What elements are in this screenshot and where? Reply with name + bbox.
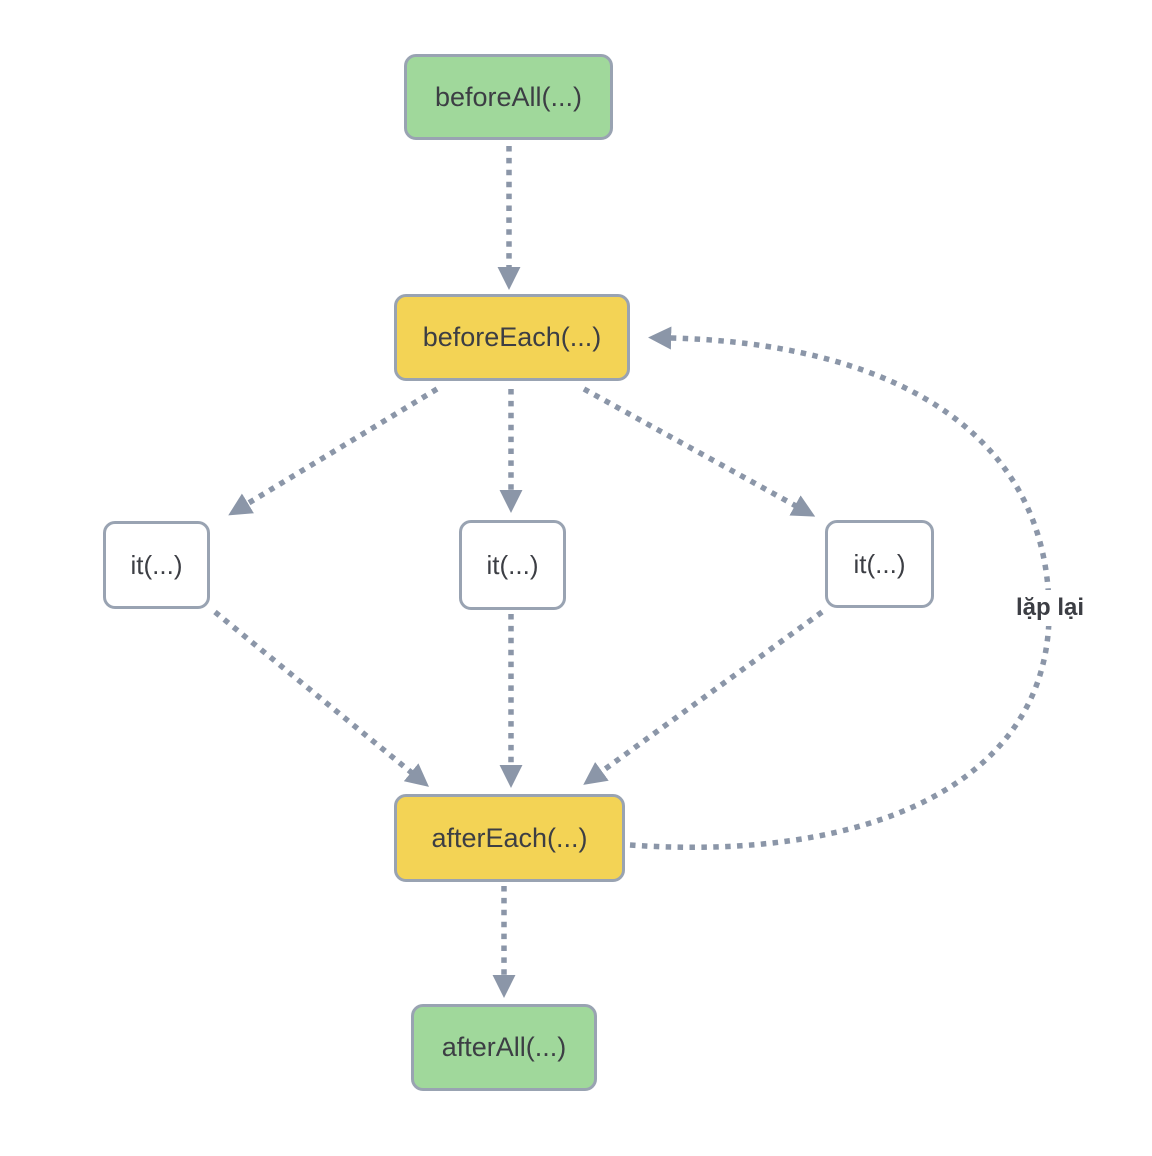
node-beforeall-label: beforeAll(...) [434, 81, 583, 112]
node-it-3-label: it(...) [853, 548, 906, 579]
node-afterall-label: afterAll(...) [441, 1032, 567, 1062]
node-afterall: afterAll(...) [411, 1004, 597, 1091]
node-it-1-label: it(...) [130, 549, 183, 580]
loop-edge-label: lặp lại [1009, 590, 1091, 626]
edge-beforeeach-it3 [582, 386, 816, 517]
node-it-2-label: it(...) [486, 549, 539, 580]
node-it-3: it(...) [825, 520, 934, 608]
node-it-2: it(...) [459, 520, 566, 610]
node-beforeall: beforeAll(...) [404, 54, 613, 140]
node-aftereach: afterEach(...) [394, 794, 625, 882]
node-beforeeach-label: beforeEach(...) [422, 322, 602, 352]
edge-it1-aftereach [213, 609, 429, 787]
edge-beforeeach-it1 [228, 386, 439, 516]
node-aftereach-label: afterEach(...) [431, 822, 588, 853]
node-it-1: it(...) [103, 521, 210, 609]
edge-it3-aftereach [583, 609, 824, 785]
node-beforeeach: beforeEach(...) [394, 294, 630, 381]
